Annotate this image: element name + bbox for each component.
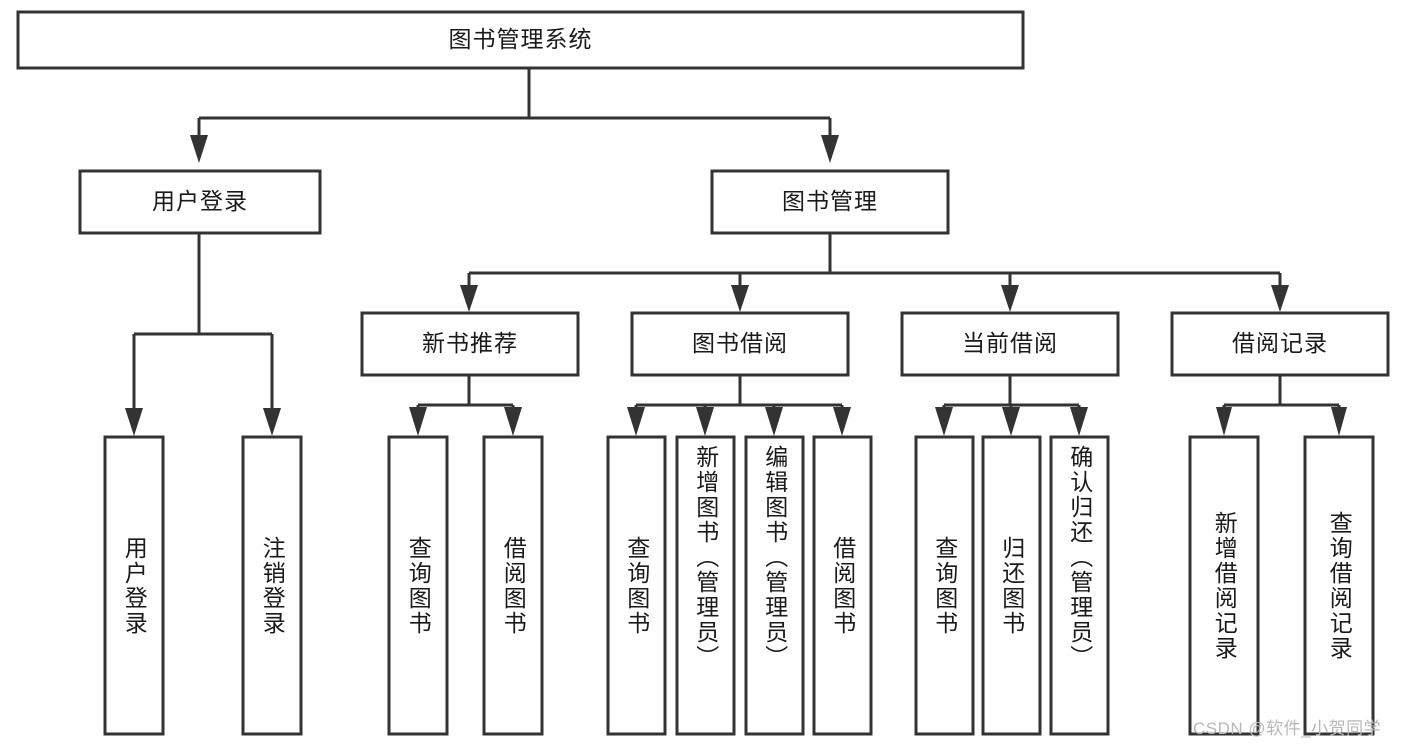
arrow-head-book-borrow-leaf-2 (696, 407, 714, 436)
connector-book-manage-to-level3 (467, 233, 1282, 285)
arrow-head-new-book-leaf-2 (504, 407, 522, 436)
arrow-head-user-login-leaf-1 (125, 408, 143, 436)
arrow-head-current-borrow-leaf-1 (935, 407, 953, 436)
connector-user-login-to-leaves (132, 233, 274, 408)
arrow-head-book-borrow-leaf-4 (833, 407, 851, 436)
connector-new-book-recommend-to-leaves (416, 375, 515, 411)
node-box-root[interactable] (16, 10, 1025, 70)
arrow-head-book-borrow-leaf-1 (627, 407, 645, 436)
label-book-borrow: 图书借阅 (692, 330, 788, 357)
node-box-current-borrow[interactable] (900, 311, 1120, 377)
leaf-box-book-borrow-2[interactable] (744, 435, 805, 736)
connector-root-to-level2 (197, 68, 832, 135)
leaf-box-user-login-1[interactable] (241, 435, 303, 736)
arrow-head-current-borrow-leaf-2 (1002, 407, 1020, 436)
leaf-label-book-borrow-2: 编辑图书（管理员） (761, 445, 788, 670)
leaf-label-new-book-1: 借阅图书 (500, 535, 527, 636)
leaf-box-current-borrow-2[interactable] (1049, 435, 1110, 736)
leaf-label-current-borrow-1: 归还图书 (998, 535, 1025, 636)
node-box-borrow-record[interactable] (1170, 311, 1390, 377)
leaf-box-borrow-record-0[interactable] (1188, 435, 1260, 736)
node-box-book-manage[interactable] (710, 169, 950, 235)
leaf-label-current-borrow-0: 查询图书 (931, 535, 958, 636)
leaf-box-book-borrow-3[interactable] (812, 435, 873, 736)
leaf-label-borrow-record-1: 查询借阅记录 (1326, 510, 1353, 661)
node-box-book-borrow[interactable] (630, 311, 850, 377)
connector-book-borrow-to-leaves (634, 375, 844, 411)
arrow-head-book-borrow-leaf-3 (765, 407, 783, 436)
arrow-head-to-user-login (190, 135, 208, 163)
node-box-user-login[interactable] (78, 169, 322, 235)
leaf-label-book-borrow-0: 查询图书 (623, 535, 650, 636)
connector-current-borrow-to-leaves (942, 375, 1081, 411)
arrow-head-current-borrow-leaf-3 (1070, 407, 1088, 436)
leaf-box-book-borrow-0[interactable] (606, 435, 667, 736)
leaf-box-new-book-0[interactable] (387, 435, 449, 736)
arrow-head-user-login-leaf-2 (263, 408, 281, 436)
leaf-box-current-borrow-0[interactable] (914, 435, 975, 736)
leaf-label-borrow-record-0: 新增借阅记录 (1211, 510, 1238, 661)
leaf-label-book-borrow-3: 借阅图书 (829, 535, 856, 636)
label-new-book-recommend: 新书推荐 (422, 330, 518, 357)
arrow-head-to-borrow-record (1271, 285, 1289, 312)
leaf-box-user-login-0[interactable] (103, 435, 165, 736)
leaf-label-book-borrow-1: 新增图书（管理员） (692, 445, 719, 670)
connector-borrow-record-to-leaves (1222, 375, 1341, 411)
leaf-box-book-borrow-1[interactable] (675, 435, 736, 736)
label-user-login: 用户登录 (152, 188, 248, 215)
label-current-borrow: 当前借阅 (962, 330, 1058, 357)
leaf-label-current-borrow-2: 确认归还（管理员） (1066, 445, 1093, 670)
leaf-label-user-login-1: 注销登录 (259, 535, 286, 636)
label-borrow-record: 借阅记录 (1232, 330, 1328, 357)
label-root: 图书管理系统 (448, 26, 593, 53)
arrow-head-to-current-borrow (1001, 285, 1019, 312)
arrow-head-new-book-leaf-1 (409, 407, 427, 436)
arrow-head-to-book-borrow (731, 285, 749, 312)
arrow-head-borrow-record-leaf-2 (1331, 407, 1347, 436)
leaf-box-new-book-1[interactable] (482, 435, 544, 736)
leaf-label-new-book-0: 查询图书 (405, 535, 432, 636)
leaf-box-current-borrow-1[interactable] (981, 435, 1042, 736)
arrow-head-borrow-record-leaf-1 (1216, 407, 1232, 436)
arrow-head-to-new-book-recommend (460, 285, 478, 312)
leaf-box-borrow-record-1[interactable] (1303, 435, 1375, 736)
label-book-manage: 图书管理 (782, 188, 878, 215)
leaf-label-user-login-0: 用户登录 (121, 535, 148, 636)
node-box-new-book-recommend[interactable] (360, 311, 580, 377)
watermark-text: CSDN @软件_小贺同学 (1193, 719, 1382, 738)
arrow-head-to-book-manage (821, 135, 839, 163)
